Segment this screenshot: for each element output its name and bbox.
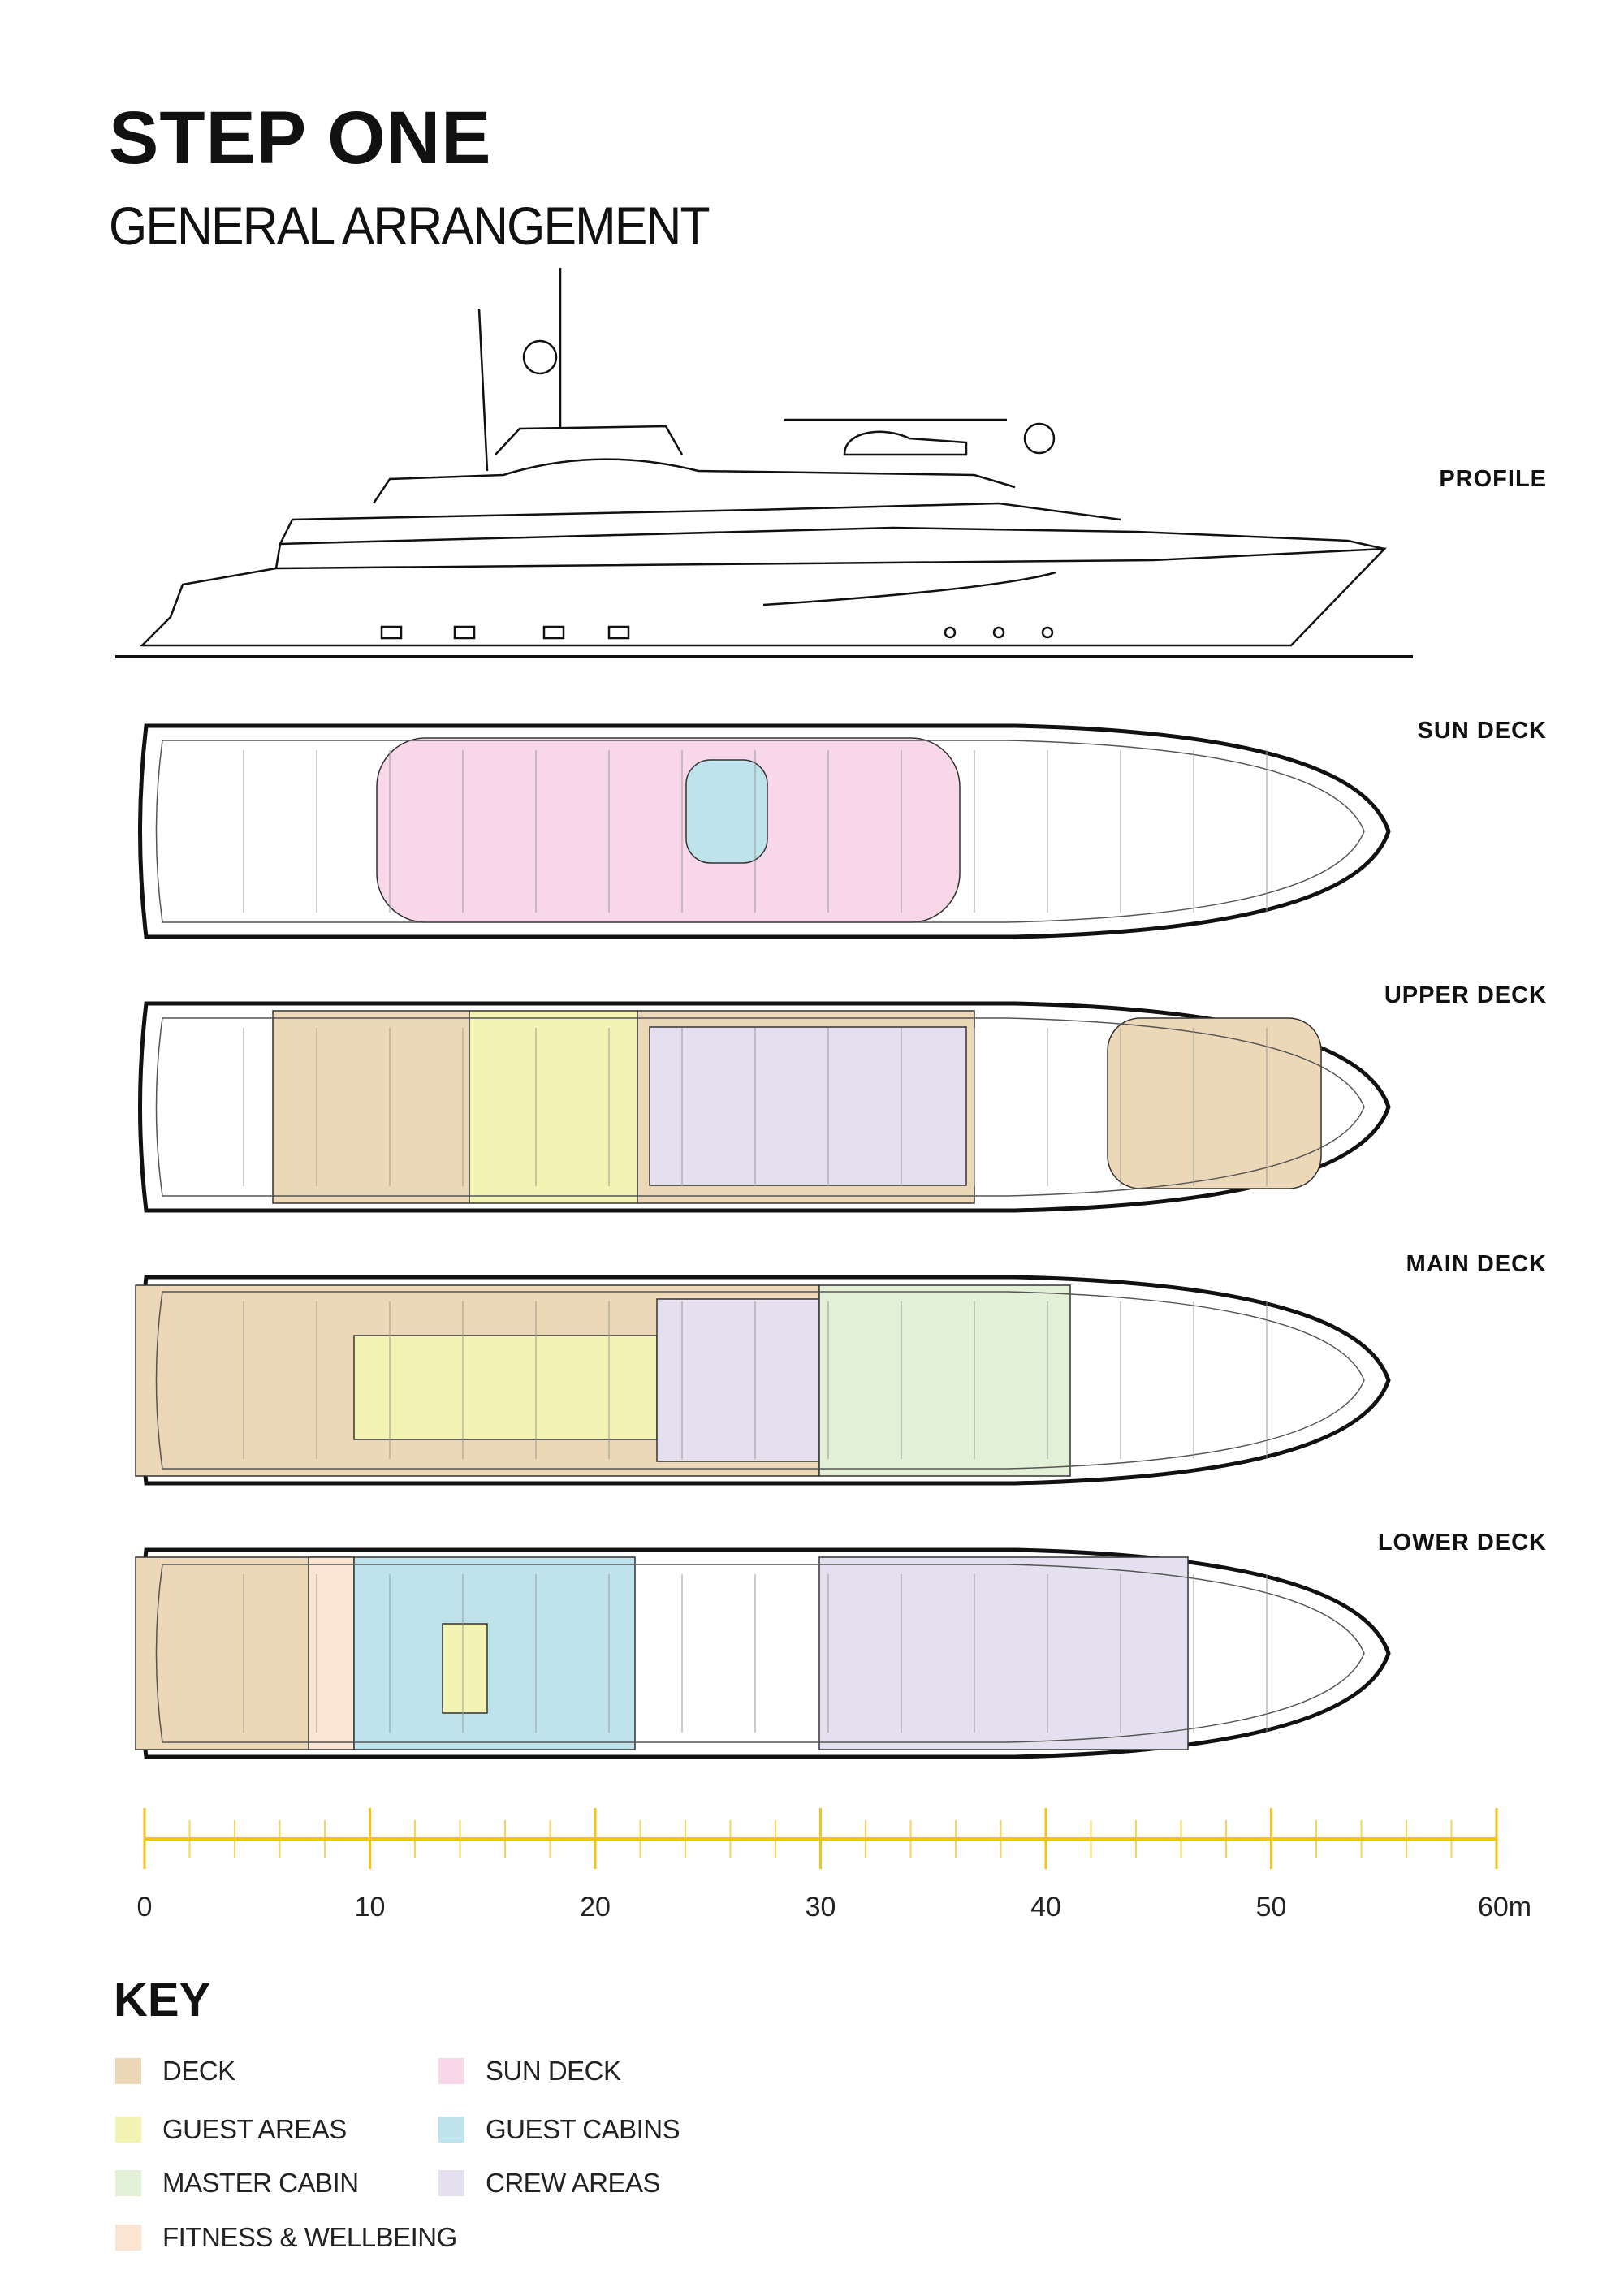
porthole-window: [542, 625, 565, 640]
sun-deck-inner-outline: [155, 740, 1365, 923]
scale-tick-label: 60m: [1477, 1892, 1532, 1923]
profile-drawing: [115, 268, 1413, 658]
page-subtitle: GENERAL ARRANGEMENT: [109, 196, 710, 256]
helicopter-tail-rotor: [1023, 422, 1056, 455]
main-deck-zone-master-cabin: [818, 1284, 1071, 1477]
scale-tick-label: 50: [1255, 1892, 1287, 1923]
key-label: FITNESS & WELLBEING: [162, 2222, 457, 2252]
lower-deck-plan: [135, 1547, 1391, 1759]
profile-label: PROFILE: [1439, 466, 1547, 492]
upper-deck-zone-deck: [272, 1010, 470, 1204]
hull-stripe: [762, 571, 1056, 606]
upper-deck-line: [279, 502, 1121, 545]
upper-deck-zone-crew-areas: [649, 1026, 967, 1186]
key-swatch: [438, 2058, 464, 2084]
porthole-window: [453, 625, 476, 640]
scale-tick-label: 40: [1030, 1892, 1061, 1923]
key-label: DECK: [162, 2056, 235, 2086]
key-label: CREW AREAS: [486, 2168, 661, 2198]
lower-deck-label: LOWER DECK: [1377, 1530, 1547, 1556]
antenna: [477, 308, 489, 472]
sun-deck-plan: [138, 723, 1391, 939]
upper-deck-zone-deck: [1107, 1017, 1322, 1189]
key-item: MASTER CABIN: [115, 2168, 359, 2199]
key-item: DECK: [115, 2056, 235, 2087]
main-deck-inner-outline: [155, 1291, 1365, 1470]
porthole: [944, 626, 957, 639]
main-deck-plan: [135, 1275, 1391, 1486]
lower-deck-zone-guest-areas: [442, 1623, 488, 1714]
hull-profile: [139, 547, 1388, 647]
key-swatch: [438, 2170, 464, 2196]
page-title: STEP ONE: [109, 97, 492, 179]
porthole-window: [607, 625, 630, 640]
sun-deck-zone-sun-deck: [376, 737, 961, 923]
helicopter: [843, 430, 968, 456]
main-deck-zone-crew-areas: [656, 1298, 820, 1462]
lower-deck-zone-fitness-wellbeing: [308, 1556, 355, 1750]
key-item: GUEST AREAS: [115, 2114, 347, 2145]
main-deck-label: MAIN DECK: [1406, 1251, 1547, 1277]
key-item: FITNESS & WELLBEING: [115, 2222, 457, 2253]
key-item: SUN DECK: [438, 2056, 621, 2087]
scale-tick-label: 30: [805, 1892, 836, 1923]
upper-deck-zone-guest-areas: [469, 1010, 638, 1204]
sun-deck-label: SUN DECK: [1417, 718, 1547, 744]
radar-dome: [522, 339, 558, 375]
upper-deck-inner-outline: [155, 1017, 1365, 1197]
key-item: GUEST CABINS: [438, 2114, 680, 2145]
main-deck-zone-guest-areas: [353, 1335, 658, 1440]
scale-tick-label: 10: [354, 1892, 386, 1923]
scale-bar: [143, 1808, 1498, 1869]
key-swatch: [115, 2058, 141, 2084]
scale-tick-label: 0: [136, 1892, 153, 1923]
radar-arch: [495, 425, 684, 455]
main-deck-line: [274, 526, 1385, 569]
key-label: GUEST AREAS: [162, 2114, 347, 2144]
lower-deck-inner-outline: [155, 1564, 1365, 1743]
key-swatch: [115, 2117, 141, 2143]
key-swatch: [115, 2170, 141, 2196]
porthole: [992, 626, 1005, 639]
lower-deck-zone-guest-cabins: [353, 1556, 636, 1750]
upper-deck-label: UPPER DECK: [1384, 982, 1547, 1008]
sun-deck-line: [372, 458, 1016, 504]
porthole-window: [380, 625, 403, 640]
key-title: KEY: [114, 1974, 211, 2026]
porthole: [1041, 626, 1054, 639]
lower-deck-zone-crew-areas: [818, 1556, 1189, 1750]
key-label: SUN DECK: [486, 2056, 621, 2086]
key-item: CREW AREAS: [438, 2168, 661, 2199]
scale-tick-label: 20: [580, 1892, 611, 1923]
key-swatch: [115, 2225, 141, 2251]
upper-deck-plan: [138, 1001, 1391, 1213]
key-label: GUEST CABINS: [486, 2114, 680, 2144]
key-swatch: [438, 2117, 464, 2143]
key-label: MASTER CABIN: [162, 2168, 359, 2198]
sun-deck-zone-guest-cabins: [685, 759, 768, 864]
